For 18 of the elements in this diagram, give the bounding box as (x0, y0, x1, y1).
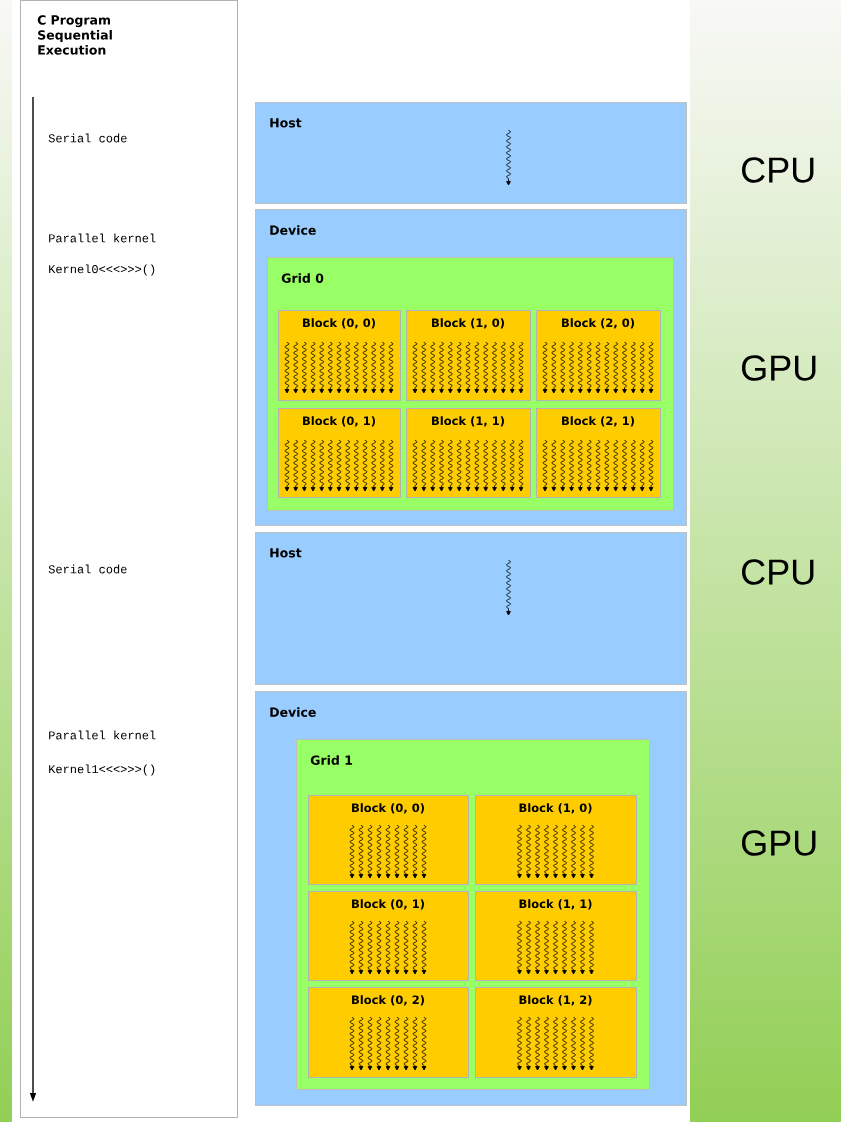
processor-label: CPU (742, 559, 814, 585)
processor-label: GPU (742, 355, 816, 381)
host-box: Host (255, 102, 687, 204)
host-box: Host (255, 532, 687, 685)
processor-label: CPU (742, 157, 814, 183)
block-box: Block (1, 2) (475, 987, 637, 1078)
code-label: Serial code (48, 133, 127, 143)
code-label: Parallel kernel (49, 730, 156, 740)
block-box: Block (0, 2) (308, 987, 469, 1078)
block-box: Block (1, 1) (475, 891, 637, 981)
code-label: Serial code (48, 564, 127, 574)
block-box: Block (0, 1) (308, 891, 469, 981)
code-label: Parallel kernel (49, 233, 156, 243)
block-box: Block (1, 0) (475, 795, 637, 885)
code-label: Kernel1<<<>>>() (49, 764, 155, 776)
block-box: Block (0, 0) (308, 795, 469, 885)
code-label: Kernel0<<<>>>() (49, 264, 155, 276)
processor-label: GPU (742, 830, 816, 856)
